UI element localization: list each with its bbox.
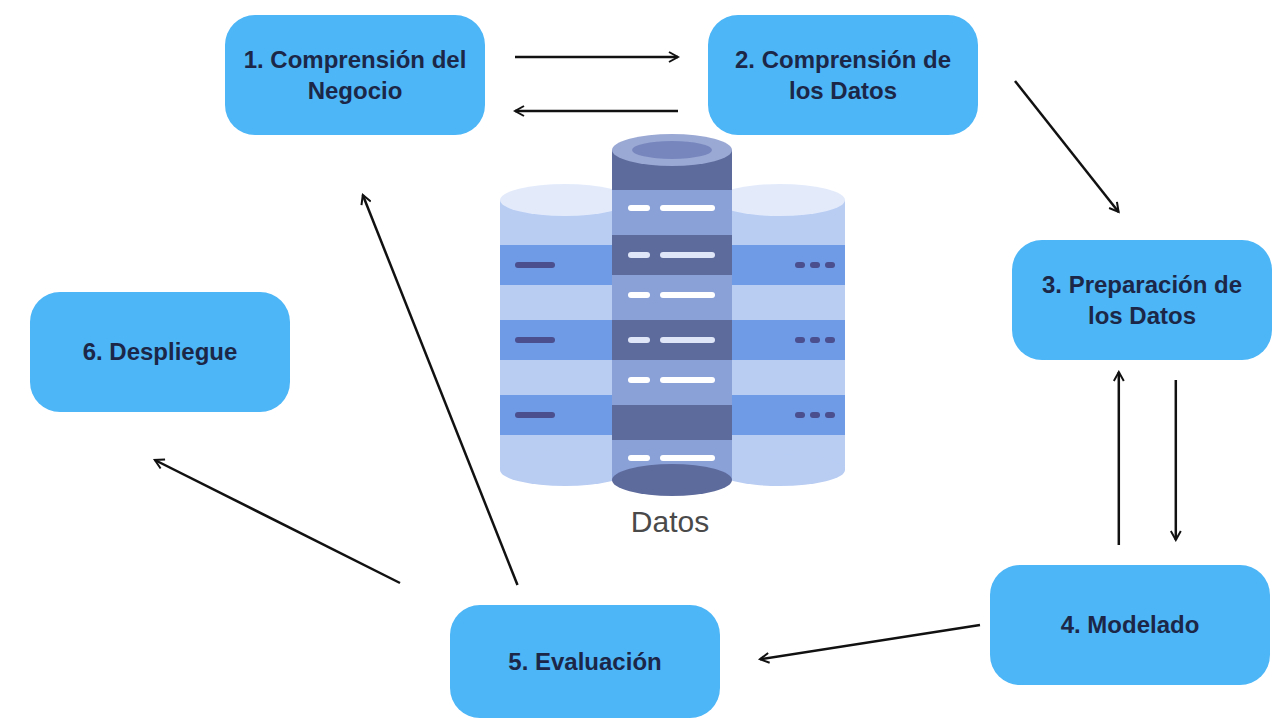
step-label: 3. Preparación de los Datos <box>1028 269 1256 331</box>
process-box: 5. Evaluación <box>450 605 720 718</box>
step-label: 5. Evaluación <box>508 646 661 677</box>
database-center <box>612 134 732 496</box>
process-box: 2. Comprensión de los Datos <box>708 15 978 135</box>
flow-arrow <box>155 460 400 583</box>
step-label: 2. Comprensión de los Datos <box>724 44 962 106</box>
process-box: 6. Despliegue <box>30 292 290 412</box>
process-box: 4. Modelado <box>990 565 1270 685</box>
process-box: 1. Comprensión del Negocio <box>225 15 485 135</box>
flow-arrow <box>760 625 980 659</box>
database-right <box>715 184 845 486</box>
flow-arrow <box>1175 380 1178 540</box>
flow-arrow <box>1015 81 1119 212</box>
step-label: 1. Comprensión del Negocio <box>241 44 469 106</box>
flow-arrow <box>515 56 678 59</box>
flow-arrow <box>1118 372 1121 545</box>
icon-caption: Datos <box>631 505 709 539</box>
step-label: 6. Despliegue <box>83 336 238 367</box>
step-label: 4. Modelado <box>1061 609 1200 640</box>
flow-arrow <box>363 195 518 585</box>
process-box: 3. Preparación de los Datos <box>1012 240 1272 360</box>
database-left <box>500 184 630 486</box>
flow-arrow <box>515 110 678 113</box>
